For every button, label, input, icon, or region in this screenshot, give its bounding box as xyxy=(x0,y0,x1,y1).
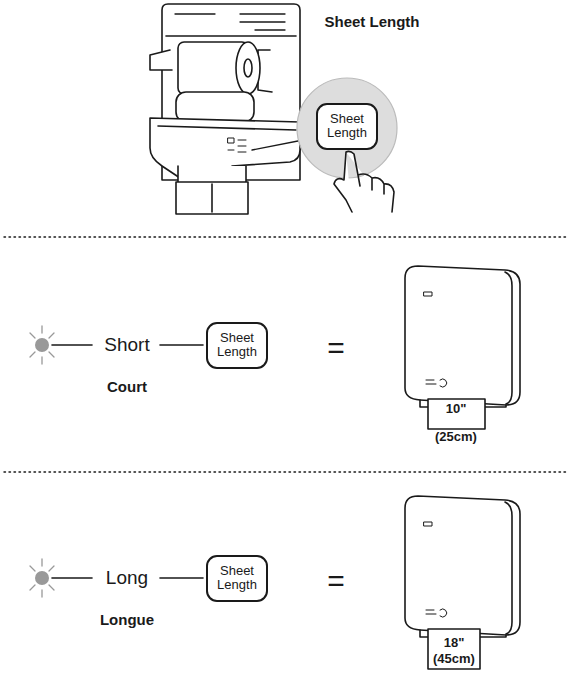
led-long xyxy=(30,559,203,597)
label: (45cm) xyxy=(433,652,475,666)
label: (25cm) xyxy=(435,430,477,444)
label: Court xyxy=(107,379,147,396)
title: Sheet Length xyxy=(324,14,419,31)
label: Longue xyxy=(100,612,154,629)
sheet-length-button: Sheet Length xyxy=(316,103,378,150)
label: = xyxy=(327,331,345,364)
button-text: Sheet Length xyxy=(210,327,264,364)
label: Long xyxy=(106,568,148,589)
label: 18" xyxy=(444,636,465,650)
led-short xyxy=(30,326,203,364)
dispenser-short xyxy=(405,266,520,429)
label: 10" xyxy=(446,402,467,416)
button-text: Sheet Length xyxy=(320,108,374,145)
open-dispenser xyxy=(150,4,397,214)
dispenser-long xyxy=(405,496,520,669)
label: Short xyxy=(104,335,149,356)
label: = xyxy=(327,564,345,597)
sheet-length-button: Sheet Length xyxy=(206,322,268,369)
sheet-length-button: Sheet Length xyxy=(206,555,268,602)
button-text: Sheet Length xyxy=(210,560,264,597)
